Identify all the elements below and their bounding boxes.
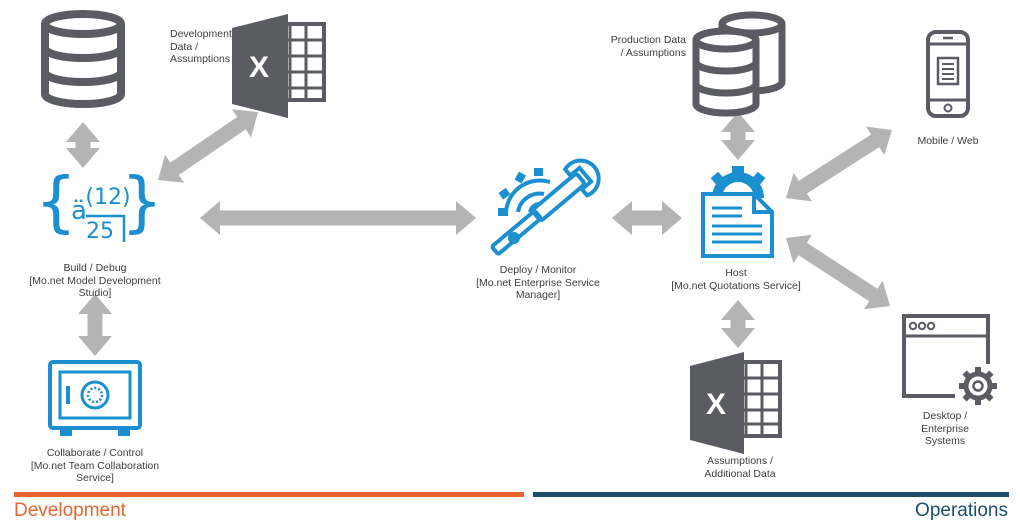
arrow-build-vault (78, 294, 112, 356)
section-development: Development (14, 500, 126, 521)
document-gear-icon (701, 166, 774, 258)
desktop-window-gear-icon (902, 314, 997, 405)
arrows (66, 109, 892, 356)
label-host: Host [Mo.net Quotations Service] (671, 267, 801, 292)
svg-text:{: { (35, 163, 77, 240)
database-icon (692, 11, 786, 117)
arrow-deploy-host (612, 201, 682, 235)
arrow-host-mobile (786, 126, 892, 202)
arrow-host-excel (721, 300, 755, 348)
label-collaborate: Collaborate / Control [Mo.net Team Colla… (30, 447, 160, 484)
section-operations: Operations (915, 500, 1008, 521)
label-prod-data: Production Data / Assumptions (610, 34, 686, 59)
development-bar (14, 492, 524, 497)
svg-text:25: 25 (86, 219, 114, 244)
arrow-devdb-build (66, 122, 100, 168)
label-build: Build / Debug [Mo.net Model Development … (29, 262, 161, 299)
label-assumptions: Assumptions / Additional Data (704, 455, 776, 480)
svg-text:X: X (249, 51, 269, 84)
vault-icon (48, 360, 142, 436)
svg-text:(12): (12) (85, 185, 130, 210)
arrow-proddb-host (721, 112, 755, 160)
database-icon (41, 10, 125, 108)
svg-text:ä: ä (71, 196, 87, 226)
gear-wrench-icon (490, 158, 601, 256)
label-deploy: Deploy / Monitor [Mo.net Enterprise Serv… (476, 264, 600, 301)
svg-text:X: X (706, 388, 726, 421)
excel-icon: X (690, 352, 782, 454)
svg-text:}: } (121, 163, 163, 240)
label-desktop: Desktop / Enterprise Systems (921, 410, 969, 447)
excel-icon: X (232, 14, 326, 118)
arrow-build-deploy (200, 201, 476, 235)
label-mobile: Mobile / Web (917, 135, 979, 147)
mobile-phone-icon (926, 30, 970, 118)
arrow-host-desktop (786, 234, 890, 310)
operations-bar (533, 492, 1009, 497)
arrow-excel-build (158, 109, 258, 183)
label-dev-data: Development Data / Assumptions (170, 28, 232, 65)
formula-icon: { } ä (12) 25 (35, 163, 163, 244)
